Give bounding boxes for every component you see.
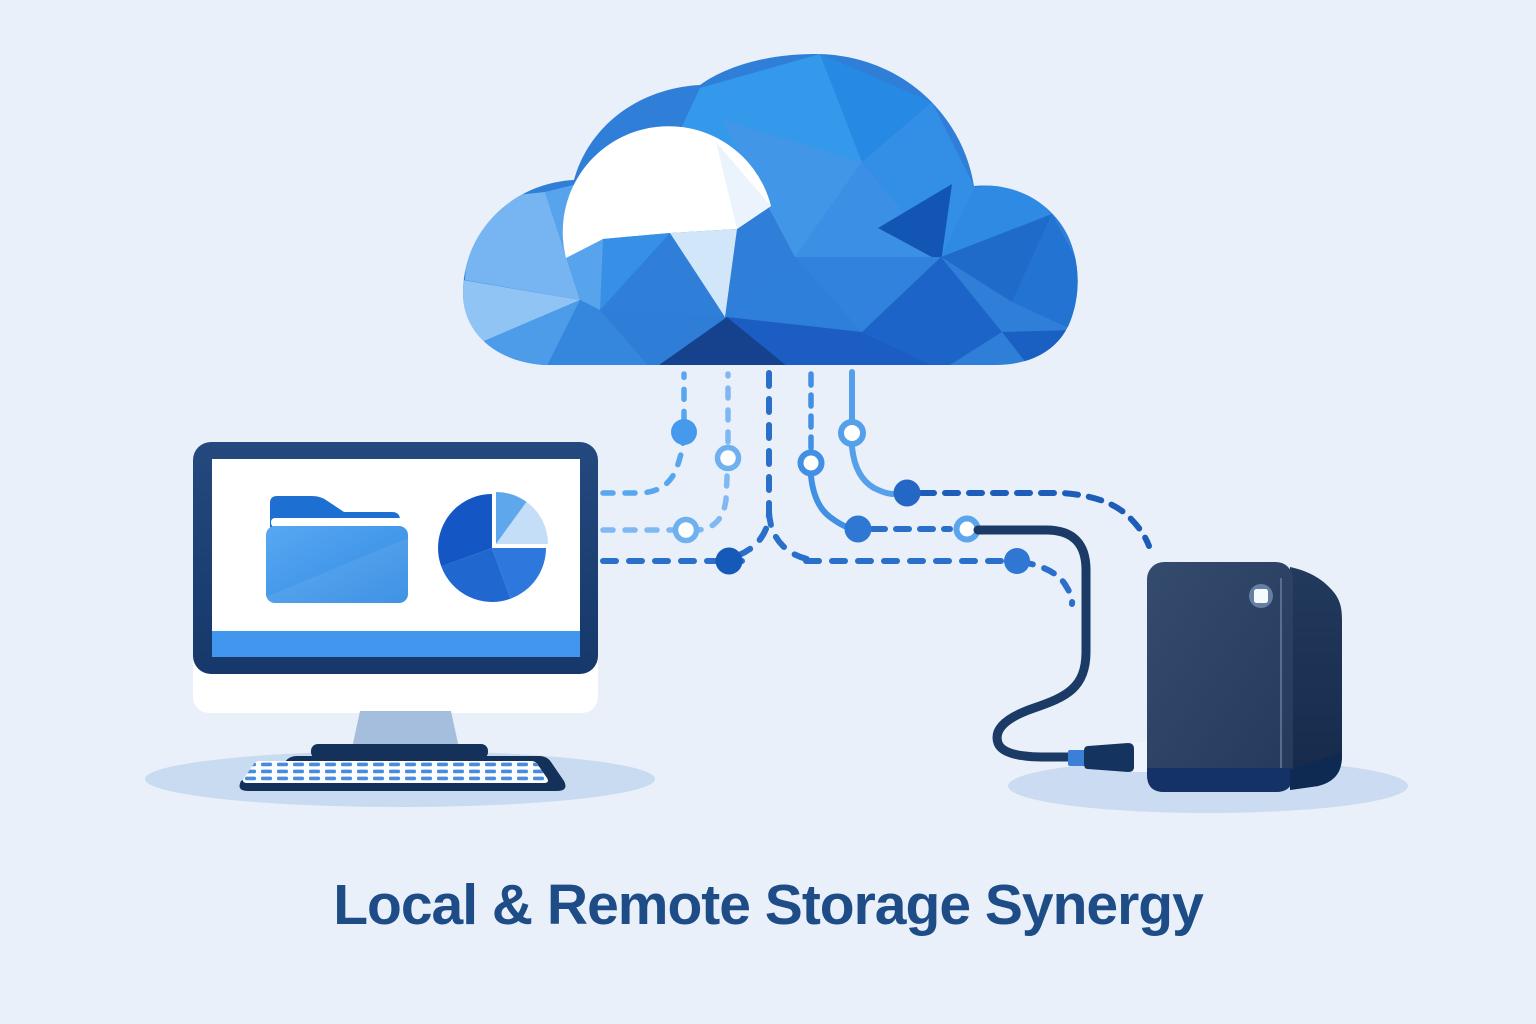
- caption-title: Local & Remote Storage Synergy: [333, 873, 1204, 937]
- status-led: [1254, 589, 1268, 603]
- drive-side: [1290, 567, 1342, 790]
- folder-icon: [266, 496, 408, 603]
- screen-taskbar: [212, 631, 580, 657]
- drive-front: [1147, 562, 1293, 792]
- cable-plug: [1084, 743, 1134, 772]
- node-ring: [797, 449, 825, 477]
- sync-line-1: [600, 371, 697, 496]
- desktop-computer: [193, 442, 598, 791]
- sync-line-5: [838, 369, 1152, 549]
- monitor-stand-neck: [352, 711, 459, 748]
- pie-chart-icon: [438, 491, 548, 602]
- monitor-stand-base: [311, 744, 488, 759]
- connection-lines: [600, 369, 1152, 607]
- node-dot: [844, 515, 872, 543]
- node-dot: [1004, 548, 1030, 574]
- cloud-white-facet: [562, 126, 771, 258]
- usb-cable: [973, 525, 1091, 762]
- sync-line-3: [600, 370, 1076, 607]
- sync-line-4: [797, 371, 981, 543]
- keyboard: [239, 756, 566, 791]
- node-dot: [671, 419, 697, 445]
- drive-bottom-strip: [1147, 768, 1293, 792]
- external-drive: [973, 525, 1342, 792]
- node-ring: [838, 419, 866, 447]
- drive-side-bottom: [1290, 752, 1342, 790]
- plug-connector: [1131, 742, 1149, 772]
- keyboard-keys: [243, 761, 548, 783]
- node-dot: [893, 479, 921, 507]
- node-dot: [715, 547, 743, 575]
- sync-line-2: [600, 371, 742, 544]
- node-ring: [714, 444, 742, 472]
- node-ring: [672, 516, 700, 544]
